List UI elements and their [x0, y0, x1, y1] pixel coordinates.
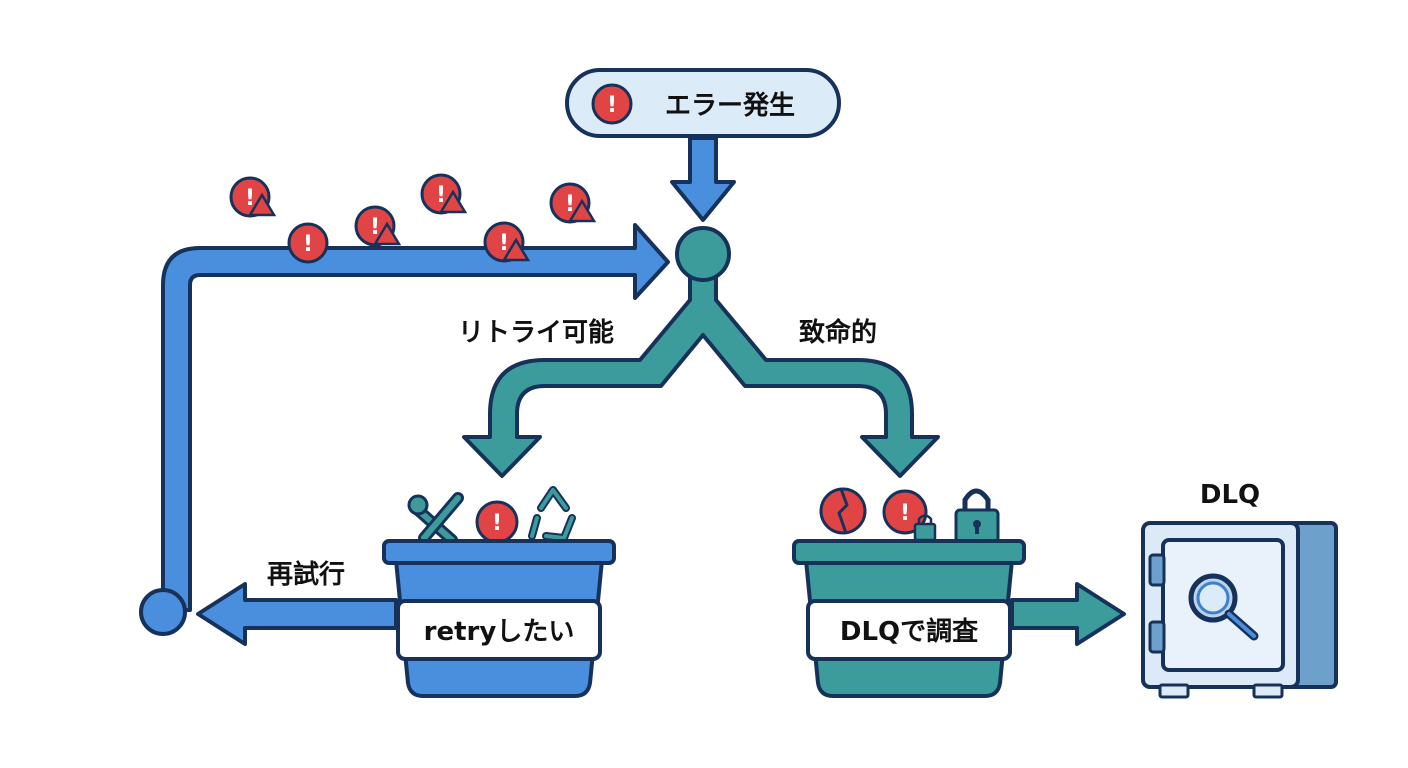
error-warning-icon: ! — [420, 173, 468, 215]
svg-text:!: ! — [436, 183, 446, 208]
dlq-bin-label: DLQで調査 — [840, 616, 978, 647]
start-node-label: エラー発生 — [665, 91, 795, 121]
error-circle-icon: ! — [591, 83, 633, 125]
svg-text:!: ! — [499, 231, 509, 256]
dlq-safe: DLQ — [1141, 480, 1338, 699]
to-dlq-arrow — [1010, 582, 1126, 646]
padlock-icon — [954, 488, 1000, 544]
svg-text:!: ! — [303, 232, 313, 257]
svg-text:!: ! — [565, 192, 575, 217]
dlq-bin: ! DLQで調査 — [792, 487, 1026, 698]
svg-text:!: ! — [245, 186, 255, 211]
error-warning-icon: ! — [549, 182, 597, 224]
fatal-branch-label: 致命的 — [799, 317, 877, 348]
branch-arrows — [462, 268, 940, 478]
error-warning-icon: ! — [483, 221, 531, 263]
start-node-pill: ! エラー発生 — [565, 68, 841, 138]
retry-loop-label: 再試行 — [267, 559, 345, 590]
retry-back-arrow — [196, 582, 398, 646]
start-down-arrow — [670, 136, 736, 222]
wrench-screwdriver-icon — [407, 492, 464, 546]
dlq-store-label: DLQ — [1200, 480, 1260, 510]
broken-error-icon — [819, 487, 867, 535]
svg-text:!: ! — [370, 215, 380, 240]
retryable-branch-label: リトライ可能 — [458, 317, 614, 348]
error-circle-icon: ! — [287, 222, 329, 264]
decision-junction-node — [675, 226, 731, 282]
svg-text:!: ! — [492, 511, 502, 536]
retry-loop-arrow — [161, 223, 670, 612]
magnifier-icon — [1188, 573, 1259, 641]
floating-error-icons: ! ! ! ! ! ! — [229, 173, 597, 264]
recycle-icon — [528, 486, 576, 542]
error-lock-icon: ! — [882, 489, 937, 542]
retry-bin: ! retryしたい — [382, 486, 616, 698]
retry-bin-label: retryしたい — [424, 617, 575, 647]
loop-end-node — [139, 588, 187, 636]
error-circle-icon: ! — [475, 500, 519, 544]
error-warning-icon: ! — [354, 205, 402, 247]
svg-text:!: ! — [607, 93, 617, 118]
error-warning-icon: ! — [229, 176, 277, 218]
svg-text:!: ! — [900, 501, 910, 526]
